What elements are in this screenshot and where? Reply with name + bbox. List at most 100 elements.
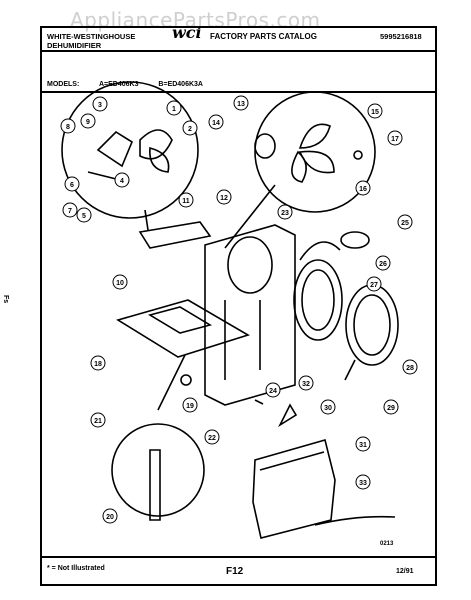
detail-circle-fan-motor <box>61 81 199 219</box>
detail-circle-fan-blade <box>254 91 376 213</box>
svg-text:2: 2 <box>188 126 192 133</box>
callout-9: 9 <box>80 113 96 129</box>
callout-4: 4 <box>114 172 130 188</box>
svg-text:1: 1 <box>172 106 176 113</box>
svg-text:12: 12 <box>220 195 228 202</box>
svg-text:11: 11 <box>182 198 190 205</box>
models-rule <box>42 91 435 93</box>
callout-13: 13 <box>233 95 249 111</box>
svg-text:26: 26 <box>379 261 387 268</box>
callout-8: 8 <box>60 118 76 134</box>
drawing-code: 0213 <box>380 541 394 547</box>
svg-text:33: 33 <box>359 480 367 487</box>
fan-blade-large <box>298 123 331 149</box>
svg-text:21: 21 <box>94 418 102 425</box>
watermark-text: AppliancePartsPros.com <box>70 8 321 32</box>
svg-text:7: 7 <box>68 208 72 215</box>
motor-bracket <box>96 130 133 168</box>
callout-14: 14 <box>208 114 224 130</box>
callout-1: 1 <box>166 100 182 116</box>
svg-text:27: 27 <box>370 282 378 289</box>
callout-33: 33 <box>355 474 371 490</box>
page-number: F12 <box>226 566 244 577</box>
part-32 <box>278 403 298 428</box>
svg-text:14: 14 <box>212 120 220 127</box>
callout-15: 15 <box>367 103 383 119</box>
part-19 <box>180 374 192 386</box>
callout-18: 18 <box>90 355 106 371</box>
callout-32: 32 <box>298 375 314 391</box>
svg-text:29: 29 <box>387 405 395 412</box>
callout-26: 26 <box>375 255 391 271</box>
svg-text:18: 18 <box>94 361 102 368</box>
svg-text:31: 31 <box>359 442 367 449</box>
svg-text:22: 22 <box>208 435 216 442</box>
catalog-number: 5995216818 <box>380 32 422 41</box>
evaporator-coil <box>293 259 343 341</box>
model-b: B=ED406K3A <box>158 81 203 88</box>
detail-circle-float <box>111 423 205 517</box>
catalog-title: FACTORY PARTS CATALOG <box>210 32 317 41</box>
svg-text:13: 13 <box>237 101 245 108</box>
callout-12: 12 <box>216 189 232 205</box>
footer-rule <box>42 556 435 558</box>
svg-text:16: 16 <box>359 186 367 193</box>
callout-labels: 1 2 3 4 5 6 7 8 9 10 11 12 13 14 15 16 1… <box>60 95 418 524</box>
brand-line1: WHITE-WESTINGHOUSE <box>47 32 136 41</box>
catalog-page-frame <box>40 26 437 586</box>
catalog-date: 12/91 <box>396 568 414 575</box>
base-plate <box>116 299 250 358</box>
callout-28: 28 <box>402 359 418 375</box>
header-rule <box>42 50 435 52</box>
svg-text:17: 17 <box>391 136 399 143</box>
models-label: MODELS: <box>47 81 80 88</box>
fan-blade-small <box>139 129 173 160</box>
callout-30: 30 <box>320 399 336 415</box>
brand-line2: DEHUMIDIFIER <box>47 41 102 50</box>
callout-29: 29 <box>383 399 399 415</box>
fan-shroud <box>204 224 296 406</box>
svg-text:30: 30 <box>324 405 332 412</box>
callout-23: 23 <box>277 204 293 220</box>
callout-24: 24 <box>265 382 281 398</box>
side-mark: Fs <box>2 295 9 304</box>
callout-22: 22 <box>204 429 220 445</box>
callout-5: 5 <box>76 207 92 223</box>
callout-25: 25 <box>397 214 413 230</box>
not-illustrated-note: * = Not Illustrated <box>47 565 105 572</box>
svg-text:6: 6 <box>70 182 74 189</box>
float-switch <box>149 449 161 521</box>
callout-11: 11 <box>178 192 194 208</box>
water-bucket <box>252 439 336 539</box>
callout-6: 6 <box>64 176 80 192</box>
callout-31: 31 <box>355 436 371 452</box>
callout-17: 17 <box>387 130 403 146</box>
svg-text:9: 9 <box>86 119 90 126</box>
callout-3: 3 <box>92 96 108 112</box>
fan-motor <box>254 133 276 159</box>
svg-text:3: 3 <box>98 102 102 109</box>
svg-text:28: 28 <box>406 365 414 372</box>
svg-text:20: 20 <box>106 514 114 521</box>
diagram-linework <box>61 81 399 539</box>
callout-10: 10 <box>112 274 128 290</box>
svg-text:4: 4 <box>120 178 124 185</box>
svg-text:8: 8 <box>66 124 70 131</box>
svg-text:24: 24 <box>269 388 277 395</box>
bracket-part <box>138 221 212 249</box>
wci-logo: wci <box>172 23 202 42</box>
svg-text:10: 10 <box>116 280 124 287</box>
callout-27: 27 <box>366 276 382 292</box>
svg-text:32: 32 <box>302 381 310 388</box>
callout-21: 21 <box>90 412 106 428</box>
callout-2: 2 <box>182 120 198 136</box>
brand-header: WHITE-WESTINGHOUSE DEHUMIDIFIER <box>47 32 135 50</box>
svg-text:25: 25 <box>401 220 409 227</box>
callout-7: 7 <box>62 202 78 218</box>
callout-19: 19 <box>182 397 198 413</box>
svg-text:15: 15 <box>371 109 379 116</box>
models-line: MODELS: A=ED406K3 B=ED406K3A <box>47 81 221 88</box>
svg-text:19: 19 <box>186 403 194 410</box>
svg-text:5: 5 <box>82 213 86 220</box>
